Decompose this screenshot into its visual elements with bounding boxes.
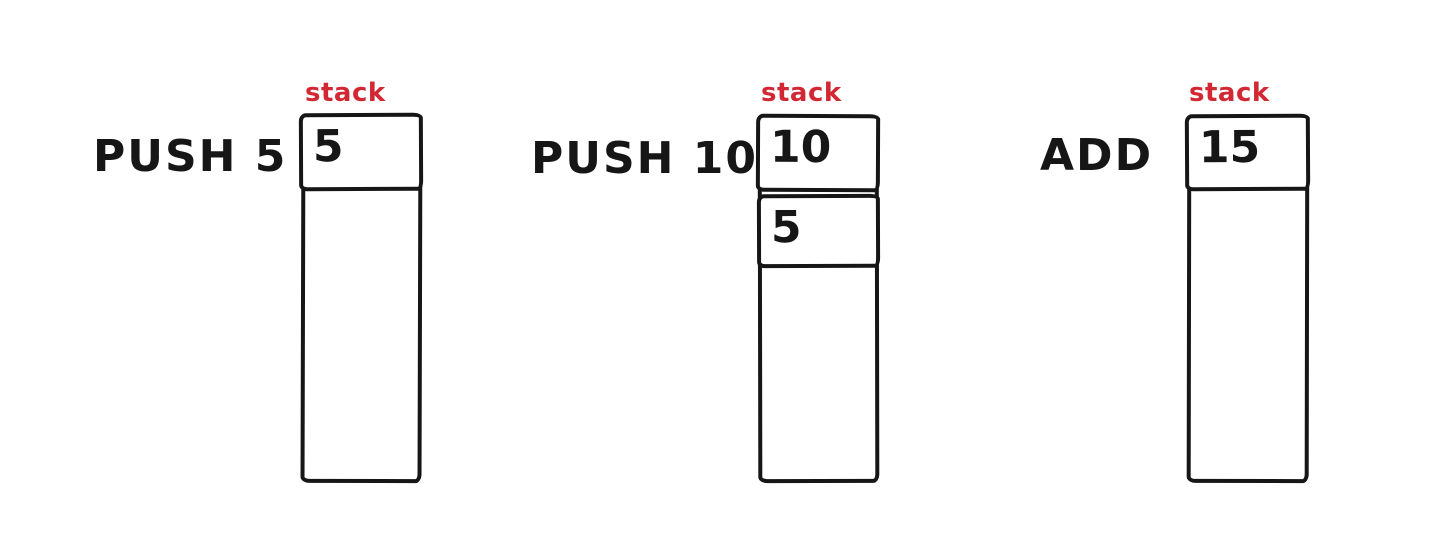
cell-value: 5 [770,202,802,254]
operation-label: ADD [1040,130,1154,181]
stack-cell: 10 [755,113,881,193]
operation-label: PUSH 10 [531,133,759,184]
cell-value: 10 [769,121,832,174]
stack-caption: stack [761,78,842,108]
stack-caption: stack [1189,78,1270,108]
stack-cell: 15 [1184,113,1311,192]
operation-label: PUSH 5 [93,131,288,182]
stack-cell: 5 [298,112,424,192]
cell-value: 5 [312,121,344,173]
stack-caption: stack [305,78,386,108]
stack-cell: 5 [756,193,881,269]
cell-value: 15 [1198,121,1261,174]
